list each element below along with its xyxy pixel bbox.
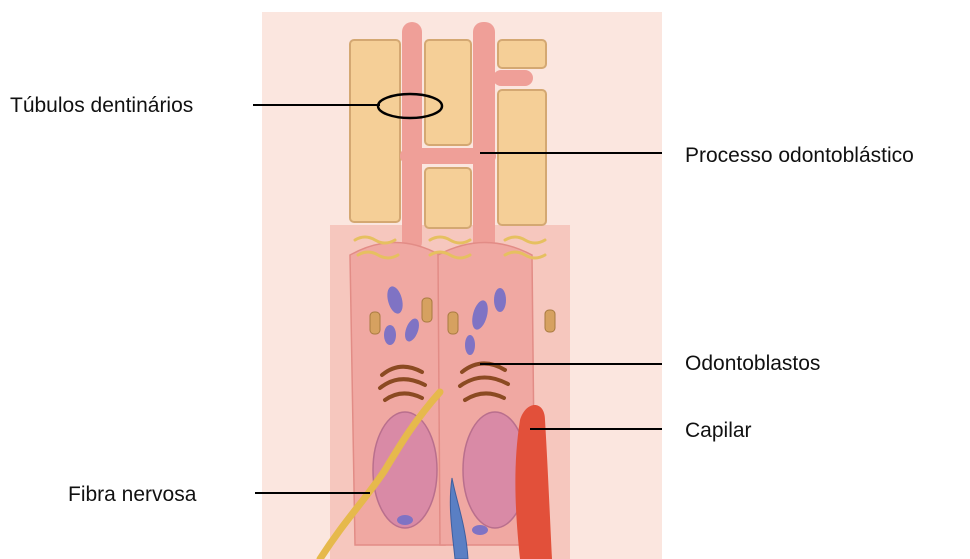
dentin-blocks [350, 40, 546, 228]
label-tubulos-dentinarios: Túbulos dentinários [10, 95, 193, 116]
label-fibra-nervosa: Fibra nervosa [68, 484, 196, 505]
label-processo-odontoblastico: Processo odontoblástico [685, 145, 914, 166]
organelle [384, 325, 396, 345]
organelle [397, 515, 413, 525]
leader-processo [480, 152, 662, 154]
mitochondrion [422, 298, 432, 322]
dentin-block [498, 40, 546, 68]
process-branch [400, 148, 496, 164]
organelle [494, 288, 506, 312]
leader-fibra [255, 492, 370, 494]
organelle [472, 525, 488, 535]
leader-capilar [530, 428, 662, 430]
leader-odontoblastos [480, 363, 662, 365]
dentin-block [425, 40, 471, 145]
organelle [465, 335, 475, 355]
dentin-block [425, 168, 471, 228]
label-capilar: Capilar [685, 420, 752, 441]
mitochondrion [448, 312, 458, 334]
dentin-block [350, 40, 400, 222]
odontoblastic-process [402, 22, 422, 252]
dentin-block [498, 90, 546, 225]
mitochondrion [370, 312, 380, 334]
label-odontoblastos: Odontoblastos [685, 353, 820, 374]
leader-tubulos [253, 104, 380, 106]
odontoblastic-process [473, 22, 495, 252]
mitochondrion [545, 310, 555, 332]
process-branch [493, 70, 533, 86]
